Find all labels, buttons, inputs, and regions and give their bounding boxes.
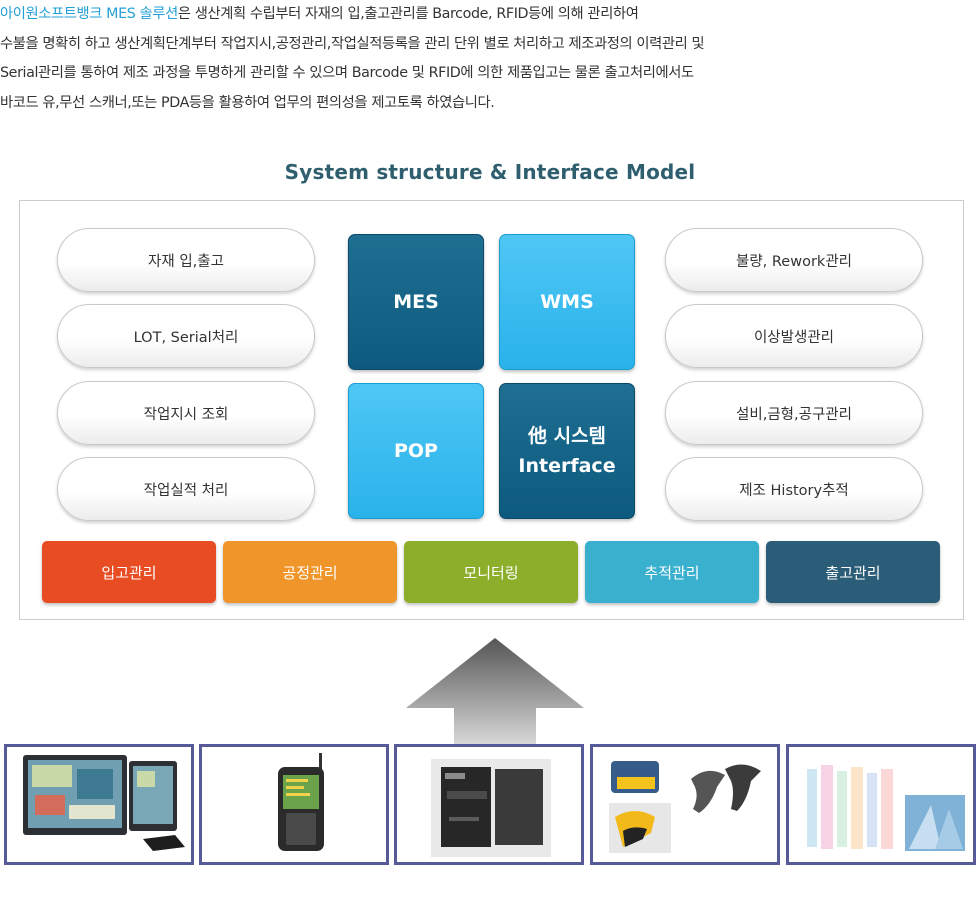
tile-other-system-line2: Interface	[518, 455, 616, 477]
intro-line-2: 수불을 명확히 하고 생산계획단계부터 작업지시,공정관리,작업실적등록을 관리…	[0, 35, 705, 52]
tile-other-system: 他 시스템 Interface	[499, 383, 635, 519]
right-item-defect-rework: 불량, Rework관리	[665, 228, 923, 292]
section-title: System structure & Interface Model	[284, 160, 696, 184]
right-item-abnormal: 이상발생관리	[665, 304, 923, 368]
right-item-equipment: 설비,금형,공구관리	[665, 381, 923, 445]
left-item-material: 자재 입,출고	[57, 228, 315, 292]
left-item-work-result: 작업실적 처리	[57, 457, 315, 521]
tile-wms: WMS	[499, 234, 635, 370]
tile-pop: POP	[348, 383, 484, 519]
bar-monitoring: 모니터링	[404, 541, 578, 603]
barcode-scanner-image	[590, 744, 780, 865]
intro-line-1-text: 은 생산계획 수립부터 자재의 입,출고관리를 Barcode, RFID등에 …	[177, 6, 639, 22]
up-arrow-icon	[406, 638, 584, 748]
intro-line-1: 아이원소프트뱅크 MES 솔루션은 생산계획 수립부터 자재의 입,출고관리를 …	[0, 0, 975, 30]
left-item-work-order: 작업지시 조회	[57, 381, 315, 445]
bar-shipping: 출고관리	[766, 541, 940, 603]
bar-receiving: 입고관리	[42, 541, 216, 603]
touch-panel-pc-image	[4, 744, 194, 865]
right-item-history: 제조 History추적	[665, 457, 923, 521]
intro-line-4: 바코드 유,무선 스캐너,또는 PDA등을 활용하여 업무의 편의성을 제고토록…	[0, 94, 495, 111]
pda-terminal-image	[199, 744, 389, 865]
barcode-label-image	[786, 744, 976, 865]
intro-line-3: Serial관리를 통하여 제조 과정을 투명하게 관리할 수 있으며 Barc…	[0, 65, 694, 81]
bar-tracking: 추적관리	[585, 541, 759, 603]
intro-text: 아이원소프트뱅크 MES 솔루션은 생산계획 수립부터 자재의 입,출고관리를 …	[0, 0, 975, 118]
brand-name: 아이원소프트뱅크 MES 솔루션	[0, 6, 178, 22]
tile-other-system-line1: 他 시스템	[527, 425, 607, 447]
barcode-printer-image	[394, 744, 584, 865]
bar-process: 공정관리	[223, 541, 397, 603]
left-item-lot-serial: LOT, Serial처리	[57, 304, 315, 368]
tile-mes: MES	[348, 234, 484, 370]
